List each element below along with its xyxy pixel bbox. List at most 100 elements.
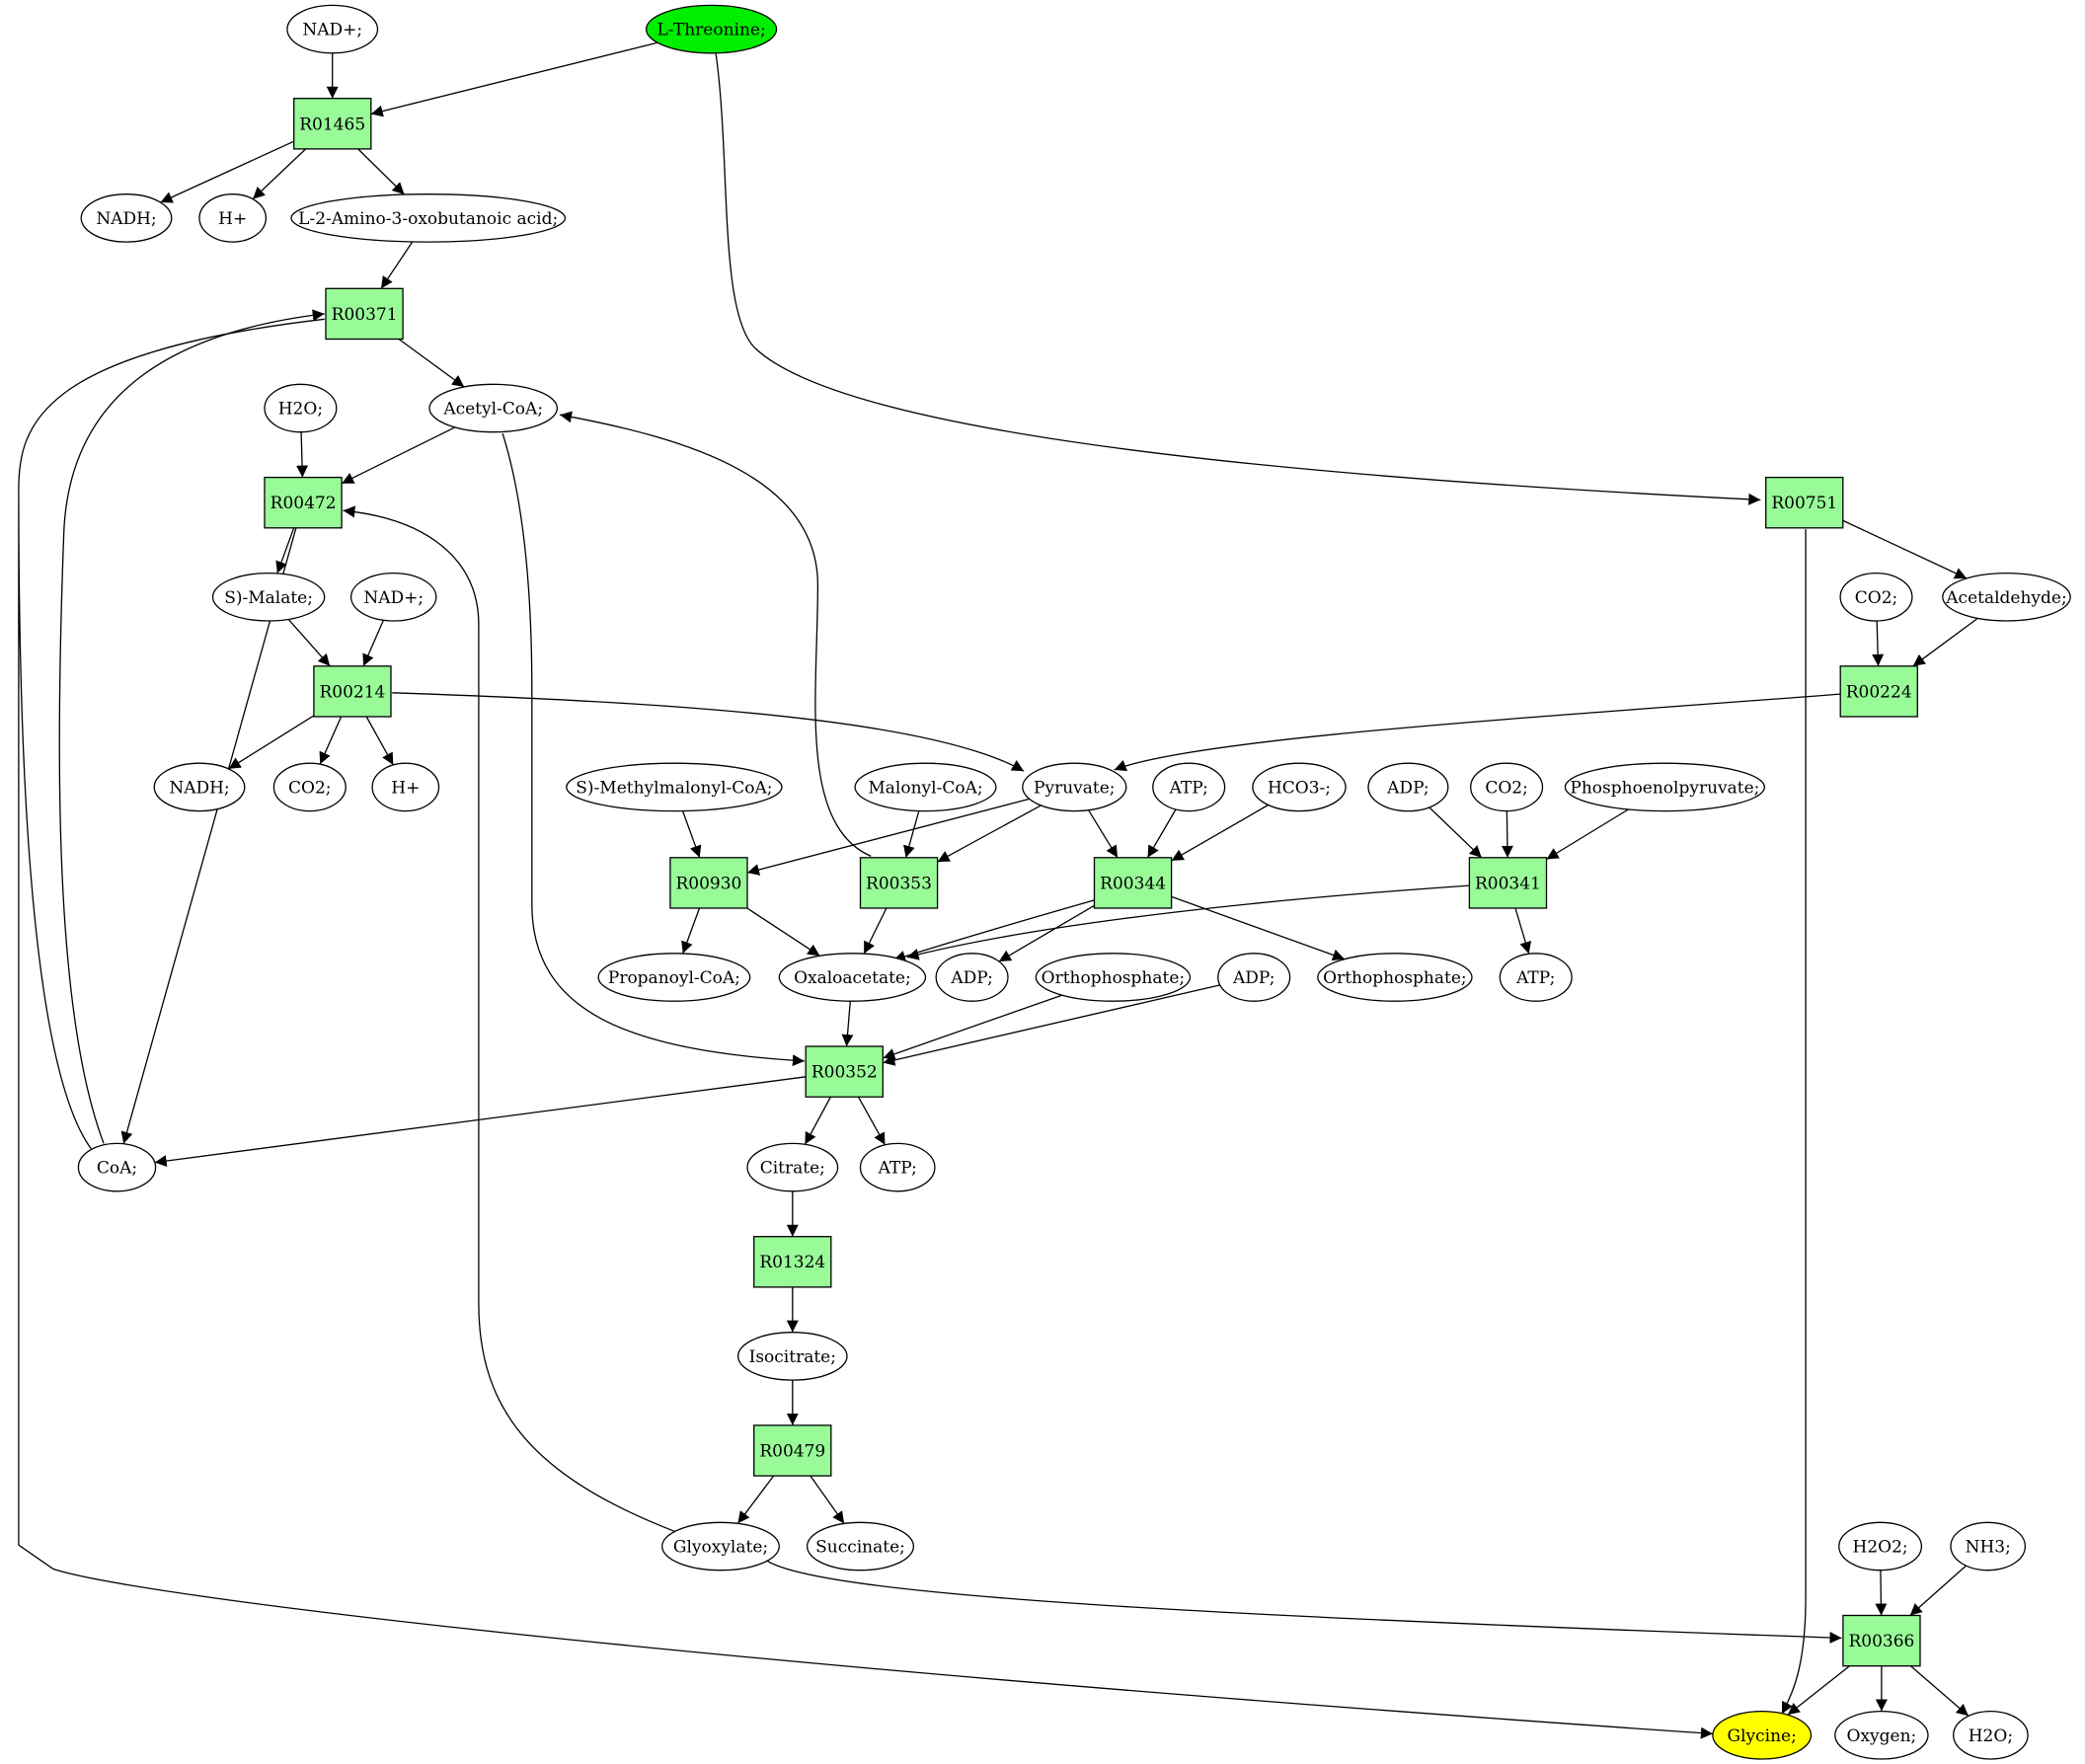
compound-node-isocit[interactable]: Isocitrate;	[736, 1332, 848, 1381]
edge-R00930-to-propcoa	[681, 907, 701, 955]
reaction-node-r00371[interactable]: R00371	[325, 287, 404, 341]
node-label: CO2;	[288, 778, 332, 798]
compound-node-acoa[interactable]: Acetyl-CoA;	[428, 383, 559, 433]
compound-node-glyox[interactable]: Glyoxylate;	[661, 1521, 780, 1572]
reaction-node-r00366[interactable]: R00366	[1842, 1614, 1921, 1667]
node-shape	[859, 1142, 936, 1192]
compound-node-pyr[interactable]: Pyruvate;	[1022, 762, 1127, 812]
compound-node-citrate[interactable]: Citrate;	[746, 1142, 839, 1192]
compound-node-gly[interactable]: Glycine;	[1712, 1710, 1813, 1760]
node-label: Phosphoenolpyruvate;	[1570, 778, 1759, 798]
edge-nad2-to-R00214	[362, 620, 384, 667]
reaction-node-r00341[interactable]: R00341	[1468, 857, 1548, 909]
compound-node-h2o2[interactable]: H2O2;	[1838, 1521, 1923, 1572]
node-label: S)-Methylmalonyl-CoA;	[576, 778, 772, 798]
compound-node-h1[interactable]: H+	[198, 193, 268, 243]
node-label: H+	[218, 209, 247, 229]
node-label: Orthophosphate;	[1323, 968, 1466, 988]
compound-node-atp3[interactable]: ATP;	[859, 1142, 936, 1192]
edge-coa-to-R00371	[58, 309, 325, 1144]
node-label: Citrate;	[760, 1159, 825, 1179]
reaction-node-r00751[interactable]: R00751	[1765, 476, 1844, 529]
compound-node-nad2[interactable]: NAD+;	[349, 572, 437, 622]
reaction-node-r01324[interactable]: R01324	[753, 1236, 832, 1288]
node-label: Glycine;	[1728, 1726, 1797, 1746]
reaction-node-r00344[interactable]: R00344	[1093, 857, 1173, 909]
compound-node-h2[interactable]: H+	[371, 762, 440, 812]
node-shape	[272, 762, 347, 812]
compound-node-atp1[interactable]: ATP;	[1152, 762, 1226, 812]
node-shape	[1217, 953, 1291, 1002]
compound-node-coa[interactable]: CoA;	[77, 1142, 157, 1192]
compound-node-h2o1[interactable]: H2O;	[264, 383, 338, 433]
reaction-node-r01465[interactable]: R01465	[293, 98, 372, 150]
compound-node-thr[interactable]: L-Threonine;	[645, 4, 778, 54]
compound-node-hco3[interactable]: HCO3-;	[1252, 762, 1347, 812]
compound-node-nad1[interactable]: NAD+;	[286, 4, 379, 54]
compound-node-malcoa[interactable]: Malonyl-CoA;	[854, 762, 997, 812]
node-shape	[1035, 953, 1192, 1002]
node-shape	[746, 1142, 839, 1192]
compound-node-succ[interactable]: Succinate;	[806, 1521, 915, 1572]
node-label: ATP;	[878, 1159, 917, 1179]
compound-node-adp1[interactable]: ADP;	[1367, 762, 1449, 812]
edge-acald-to-R00224	[1912, 617, 1978, 667]
node-shape	[1022, 762, 1127, 812]
node-shape	[1252, 762, 1347, 812]
compound-node-co2b[interactable]: CO2;	[272, 762, 347, 812]
node-shape	[1367, 762, 1449, 812]
edge-R00366-to-gly	[1787, 1665, 1850, 1716]
edge-R00353-to-acoa	[559, 411, 872, 857]
node-shape	[349, 572, 437, 622]
node-label: ADP;	[1386, 778, 1429, 798]
node-shape	[371, 762, 440, 812]
node-label: Oxygen;	[1847, 1726, 1917, 1746]
compound-node-oaa[interactable]: Oxaloacetate;	[778, 953, 927, 1002]
node-label: Malonyl-CoA;	[868, 778, 982, 798]
node-label: NADH;	[169, 778, 229, 798]
node-label: H2O;	[278, 400, 323, 420]
compound-node-h2o3[interactable]: H2O;	[1953, 1710, 2029, 1760]
reaction-node-r00214[interactable]: R00214	[313, 665, 392, 718]
reaction-node-r00224[interactable]: R00224	[1839, 665, 1918, 718]
compound-node-pep[interactable]: Phosphoenolpyruvate;	[1564, 762, 1766, 812]
node-shape	[669, 857, 748, 909]
compound-node-acald[interactable]: Acetaldehyde;	[1942, 572, 2071, 622]
node-shape	[290, 193, 567, 243]
edge-R00344-to-pi2	[1171, 895, 1346, 961]
edge-pyr-to-R00344	[1088, 809, 1119, 859]
node-shape	[753, 1236, 832, 1288]
compound-node-amino[interactable]: L-2-Amino-3-oxobutanoic acid;	[290, 193, 567, 243]
compound-node-smm[interactable]: S)-Methylmalonyl-CoA;	[566, 762, 783, 812]
reaction-node-r00352[interactable]: R00352	[805, 1045, 884, 1098]
compound-node-adp2[interactable]: ADP;	[935, 953, 1009, 1002]
edge-R01465-to-h1	[252, 148, 307, 200]
node-label: R00479	[759, 1442, 825, 1462]
edge-R00352-to-coa	[154, 1076, 807, 1167]
compound-node-nadh2[interactable]: NADH;	[153, 762, 246, 812]
node-shape	[325, 287, 404, 341]
compound-node-oxy[interactable]: Oxygen;	[1834, 1710, 1929, 1760]
node-label: R00472	[270, 494, 337, 513]
reaction-node-r00353[interactable]: R00353	[859, 857, 939, 909]
node-shape	[80, 193, 173, 243]
compound-node-propcoa[interactable]: Propanoyl-CoA;	[597, 953, 751, 1002]
compound-node-malate[interactable]: S)-Malate;	[211, 572, 326, 622]
compound-node-pi1[interactable]: Orthophosphate;	[1035, 953, 1192, 1002]
node-label: ATP;	[1169, 778, 1208, 798]
compound-node-co2c[interactable]: CO2;	[1470, 762, 1544, 812]
compound-node-adp3[interactable]: ADP;	[1217, 953, 1291, 1002]
reaction-node-r00930[interactable]: R00930	[669, 857, 748, 909]
compound-node-nh3[interactable]: NH3;	[1950, 1521, 2027, 1572]
compound-node-co2a[interactable]: CO2;	[1839, 572, 1913, 622]
node-shape	[645, 4, 778, 54]
node-shape	[778, 953, 927, 1002]
edge-R01465-to-nadh1	[160, 140, 294, 203]
node-shape	[428, 383, 559, 433]
reaction-node-r00472[interactable]: R00472	[264, 476, 343, 529]
compound-node-atp2[interactable]: ATP;	[1499, 953, 1573, 1002]
compound-node-nadh1[interactable]: NADH;	[80, 193, 173, 243]
edge-R00352-to-atp3	[857, 1096, 887, 1146]
reaction-node-r00479[interactable]: R00479	[753, 1424, 832, 1477]
compound-node-pi2[interactable]: Orthophosphate;	[1317, 953, 1473, 1002]
